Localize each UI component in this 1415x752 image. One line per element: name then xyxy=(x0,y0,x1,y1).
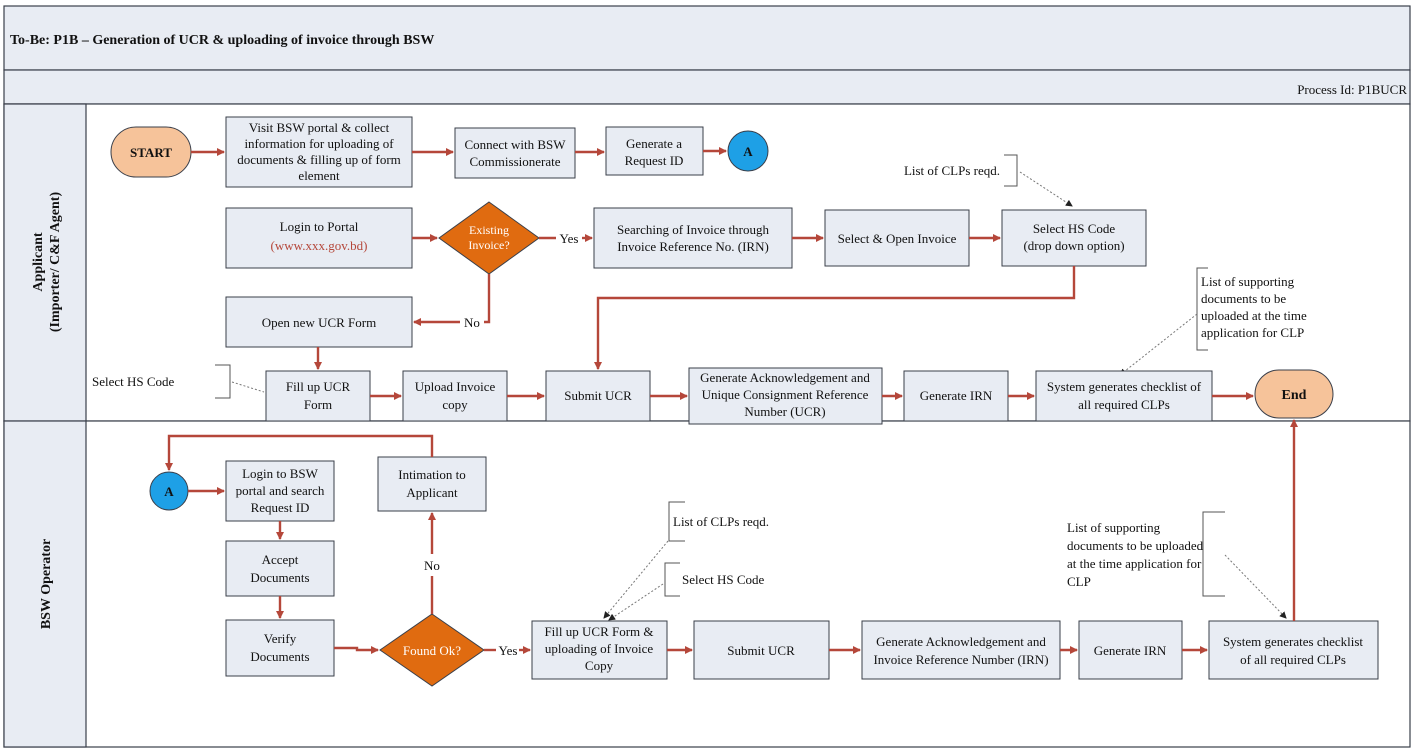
found-ok-no: No xyxy=(424,558,440,573)
submit-ucr-text: Submit UCR xyxy=(564,388,632,403)
supporting-note-top-link xyxy=(1119,313,1198,376)
submit-ucr-operator-box xyxy=(693,620,830,680)
search-invoice-box xyxy=(593,207,793,269)
checklist-box xyxy=(1035,370,1213,422)
select-open-box xyxy=(824,209,970,267)
clps-note-bracket-top xyxy=(1004,154,1018,187)
arrow-intimation-a xyxy=(165,434,434,471)
title-bar xyxy=(3,5,1411,71)
found-ok-yes: Yes xyxy=(499,643,518,658)
generate-irn-text: Generate IRN xyxy=(920,388,993,403)
generate-irn-operator-box xyxy=(1078,620,1183,680)
operator-lane-label: BSW Operator xyxy=(39,539,54,629)
end-terminal xyxy=(1254,369,1334,419)
diagram-title: To-Be: P1B – Generation of UCR & uploadi… xyxy=(10,33,434,48)
login-bsw-box xyxy=(225,460,335,522)
verify-docs-box xyxy=(225,619,335,677)
generate-irn-operator-text: Generate IRN xyxy=(1094,643,1167,658)
process-id: Process Id: P1BUCR xyxy=(1297,82,1407,97)
operator-lane-header xyxy=(3,420,87,748)
hs-note-bottom-link xyxy=(608,583,664,621)
supporting-note-bracket-top xyxy=(1196,267,1208,351)
generate-ack-operator-box xyxy=(861,620,1061,680)
connector-a-top xyxy=(727,130,769,172)
select-open-text: Select & Open Invoice xyxy=(838,231,957,246)
end-label: End xyxy=(1282,388,1307,403)
start-label: START xyxy=(130,145,172,160)
select-hs-box xyxy=(1001,209,1147,267)
open-ucr-box xyxy=(225,296,413,348)
supporting-note-bracket-bottom xyxy=(1202,511,1225,597)
login-portal-text: Login to Portal xyxy=(280,219,359,234)
open-ucr-text: Open new UCR Form xyxy=(262,315,376,330)
supporting-note-bottom-link xyxy=(1224,554,1287,619)
fill-upload-box xyxy=(531,620,668,680)
arrow-decision-no-a xyxy=(484,274,491,324)
connector-a-top-label: A xyxy=(743,144,753,159)
checklist-operator-box xyxy=(1208,620,1379,680)
intimation-box xyxy=(377,456,487,512)
existing-invoice-no: No xyxy=(464,315,480,330)
existing-invoice-yes: Yes xyxy=(560,231,579,246)
process-id-bar xyxy=(3,69,1411,105)
applicant-lane-label: Applicant(Importer/ C&F Agent) xyxy=(31,192,63,333)
visit-portal-box xyxy=(225,116,413,188)
applicant-lane-header xyxy=(3,103,87,422)
clps-note-top: List of CLPs reqd. xyxy=(904,163,1000,178)
accept-docs-box xyxy=(225,540,335,597)
found-ok-text: Found Ok? xyxy=(403,643,461,658)
connect-bsw-box xyxy=(454,127,576,179)
clps-note-bottom: List of CLPs reqd. xyxy=(673,514,769,529)
select-hs-text: Select HS Code(drop down option) xyxy=(1023,221,1124,253)
hs-note-bottom: Select HS Code xyxy=(682,572,765,587)
hs-code-note-bracket xyxy=(215,364,231,399)
hs-code-note: Select HS Code xyxy=(92,374,175,389)
arrow-hs-submit xyxy=(594,266,1076,370)
upload-invoice-box xyxy=(402,370,508,422)
connector-a-bottom-label: A xyxy=(164,484,174,499)
portal-url: (www.xxx.gov.bd) xyxy=(271,238,368,253)
submit-ucr-operator-text: Submit UCR xyxy=(727,643,795,658)
submit-ucr-box xyxy=(545,370,651,422)
hs-code-note-link xyxy=(231,381,265,393)
fill-ucr-box xyxy=(265,370,371,422)
login-portal-box xyxy=(225,207,413,269)
clps-note-bracket-bottom xyxy=(668,501,685,542)
found-ok-decision xyxy=(379,613,485,687)
generate-ack-box xyxy=(688,367,883,425)
hs-note-bracket-bottom xyxy=(664,562,680,597)
arrow-verify-decision xyxy=(334,646,379,654)
clps-note-bottom-link xyxy=(603,540,669,619)
